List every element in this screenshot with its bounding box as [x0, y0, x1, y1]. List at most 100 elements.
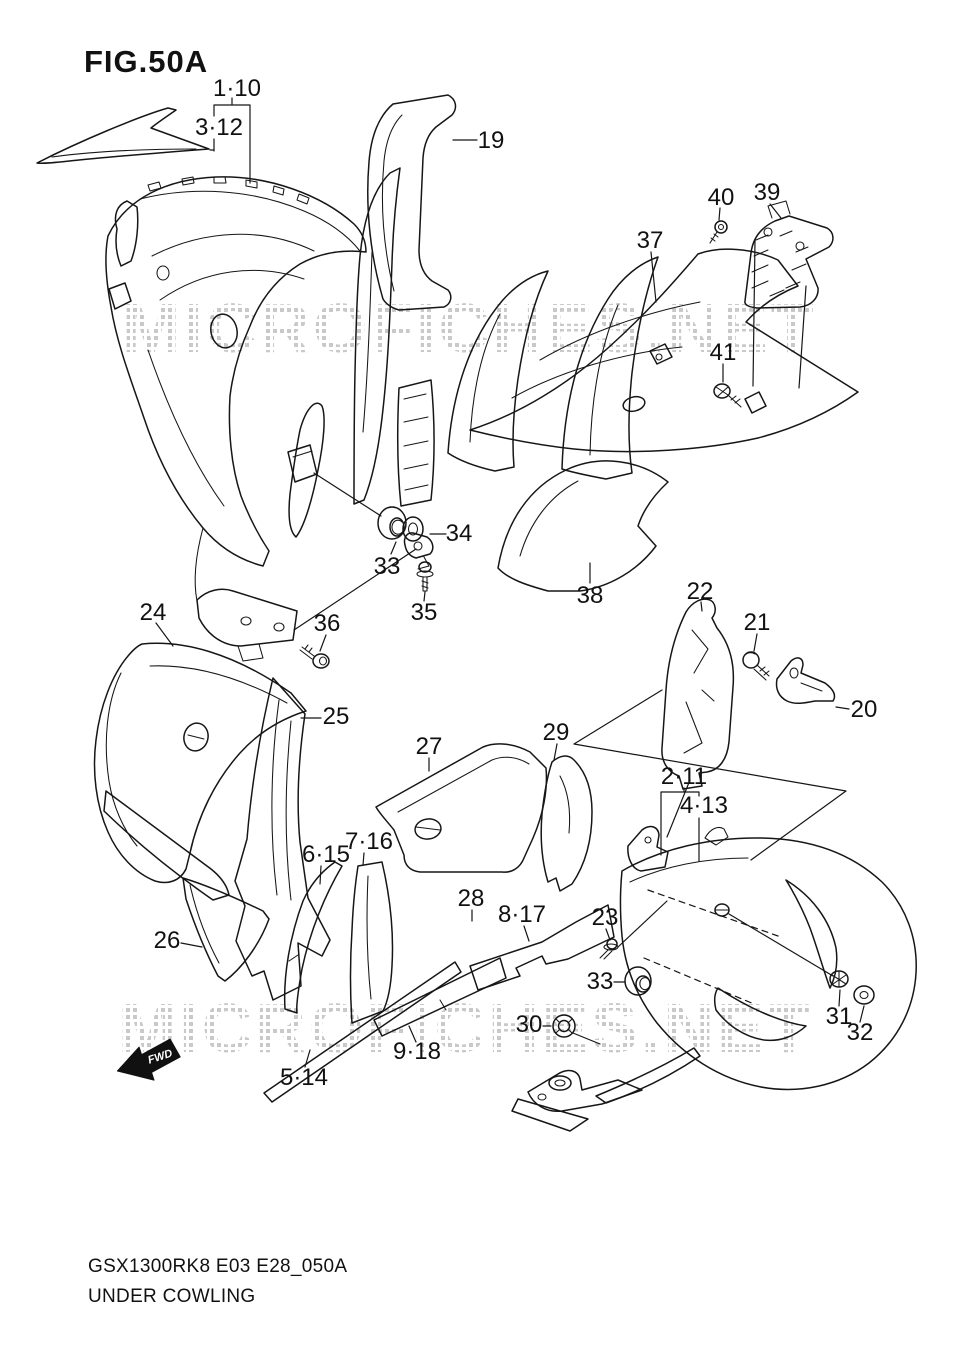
alignment-lines [293, 239, 847, 977]
grommet-33-upper-glyph [377, 506, 407, 540]
vent-slot [713, 987, 807, 1042]
bracket-22-outline [661, 598, 735, 790]
bracket-tab [237, 643, 264, 662]
bottom-stay-outline [527, 1069, 643, 1112]
front-cowl-lower-edge [194, 527, 204, 602]
footer-figure-name: UNDER COWLING [88, 1286, 256, 1307]
simple-leader-lines [155, 139, 865, 1068]
part-label-26: 26 [154, 927, 181, 954]
diagram-artwork [36, 94, 917, 1132]
watermark-text-bottom: MICROFICHES.NET [118, 989, 812, 1067]
bracket-hole [273, 622, 285, 632]
brace-19-outline [367, 94, 457, 311]
part-label-30: 30 [516, 1011, 543, 1038]
part-bracket-20 [775, 657, 836, 705]
part-lid-27 [375, 743, 548, 873]
hatched-channel [396, 379, 435, 507]
seal-9-18-strip [373, 957, 507, 1037]
blade-outline [561, 256, 659, 480]
screw-21-glyph [742, 651, 770, 681]
part-center-panel [234, 677, 331, 1001]
screw-35-glyph [416, 561, 434, 592]
blade-outline [447, 270, 549, 472]
front-cowl-bottom-bracket [196, 588, 298, 647]
grommet-33-lower-glyph [624, 966, 652, 996]
vent-slot [785, 879, 838, 989]
bracket-20-outline [775, 657, 836, 705]
fwd-arrow: FWD [116, 1038, 181, 1081]
part-label-39: 39 [754, 179, 781, 206]
heat-shield-outline [497, 460, 669, 592]
screw-40-glyph [709, 220, 728, 244]
bolt-31-glyph [829, 970, 849, 988]
screw-41-glyph [713, 383, 767, 414]
part-label-1-10: 1·10 [213, 75, 261, 102]
screw-23-glyph [599, 938, 619, 960]
bottom-stay-plate [511, 1098, 589, 1132]
part-inner-blades [447, 256, 659, 480]
part-label-9-18: 9·18 [393, 1038, 441, 1065]
part-label-3-12: 3·12 [195, 114, 243, 141]
inner-brace [353, 167, 401, 505]
right-cowl-outline [469, 248, 859, 453]
part-label-29: 29 [543, 719, 570, 746]
part-label-7-16: 7·16 [345, 828, 393, 855]
seal-29-strip [540, 755, 593, 892]
windscreen-inner-line [51, 148, 197, 158]
part-label-31: 31 [826, 1003, 853, 1030]
part-label-21: 21 [744, 609, 771, 636]
front-cowl-inner-edge [139, 190, 361, 252]
footer-model-code: GSX1300RK8 E03 E28_050A [88, 1256, 347, 1277]
seal-5-14-strip [263, 961, 462, 1103]
front-cowl-vent-hole [210, 313, 238, 349]
bracket-leader-lines [209, 97, 700, 862]
brace-19-inner [381, 114, 403, 292]
channel-hatch [403, 393, 429, 491]
front-cowl-outline [105, 176, 367, 567]
front-cowl-top-tabs [147, 176, 310, 205]
front-mount-bracket [627, 825, 669, 872]
part-label-5-14: 5·14 [280, 1064, 328, 1091]
left-under-cowl-hole [183, 722, 209, 752]
right-cowl-clip [649, 343, 673, 365]
part-label-6-15: 6·15 [302, 841, 350, 868]
part-label-41: 41 [710, 339, 737, 366]
front-cowl-grommet-hole [156, 265, 170, 281]
part-heat-shield [497, 460, 669, 592]
part-label-27: 27 [416, 733, 443, 760]
washer-32-glyph [853, 985, 875, 1005]
part-label-38: 38 [577, 582, 604, 609]
part-meter-bracket [744, 200, 834, 309]
lid-hole [414, 818, 442, 840]
right-cowl-surface-lines [511, 301, 701, 399]
top-tab [704, 826, 729, 846]
part-label-40: 40 [708, 184, 735, 211]
part-windscreen-trim [36, 107, 210, 164]
part-brace-bracket [367, 94, 457, 311]
figure-title: FIG.50A [84, 44, 208, 79]
part-label-4-13: 4·13 [680, 792, 728, 819]
cushion-line [292, 450, 313, 458]
fender-outline [182, 877, 270, 982]
center-panel-outline [234, 677, 331, 1001]
meter-bracket-outline [744, 215, 834, 309]
part-label-23: 23 [592, 904, 619, 931]
part-label-37: 37 [637, 227, 664, 254]
cushion-block [287, 444, 318, 483]
part-label-33-upper: 33 [374, 553, 401, 580]
clip-41 [744, 391, 767, 414]
seal-8-17-strip [469, 904, 615, 991]
left-under-cowl-outline [93, 642, 307, 884]
mirror-stay [108, 200, 139, 310]
grommet-30-glyph [552, 1014, 576, 1038]
part-label-35: 35 [411, 599, 438, 626]
windscreen-outline [36, 107, 210, 164]
right-cowl-hole [622, 395, 646, 413]
part-label-20: 20 [851, 696, 878, 723]
part-label-36: 36 [314, 610, 341, 637]
part-label-25: 25 [323, 703, 350, 730]
hidden-lines [643, 889, 779, 1005]
seal-6-15-strip [283, 861, 343, 1014]
lid-outline [375, 743, 548, 873]
